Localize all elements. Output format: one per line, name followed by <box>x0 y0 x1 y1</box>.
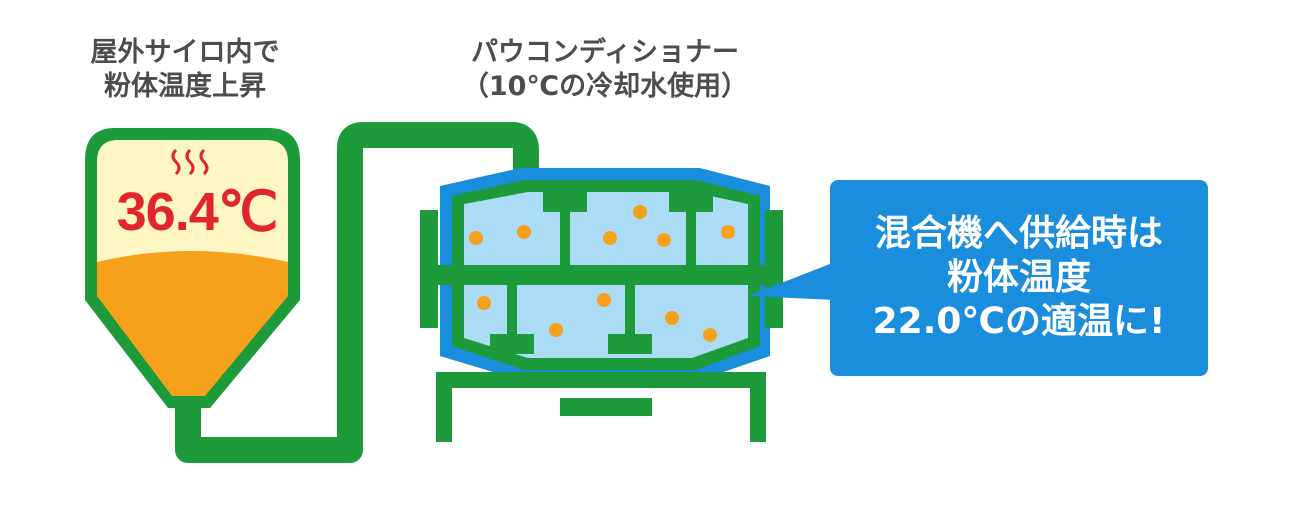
result-callout: 混合機へ供給時は 粉体温度 22.0℃の適温に! <box>830 180 1208 376</box>
heat-waves-icon <box>171 148 209 176</box>
result-line2: 粉体温度 <box>946 257 1091 298</box>
pipe <box>175 122 539 463</box>
silo-label: 屋外サイロ内で 粉体温度上昇 <box>60 36 310 104</box>
conditioner-label-line2: （10℃の冷却水使用） <box>461 71 749 102</box>
callout-pointer <box>748 262 835 300</box>
conditioner-label: パウコンディショナー （10℃の冷却水使用） <box>440 36 770 104</box>
conditioner-label-line1: パウコンディショナー <box>470 37 740 68</box>
result-line3: 22.0℃の適温に! <box>872 301 1166 342</box>
silo-label-line1: 屋外サイロ内で <box>90 37 280 68</box>
powder-particles <box>469 205 735 342</box>
silo-temperature: 36.4℃ <box>116 182 279 242</box>
silo-label-line2: 粉体温度上昇 <box>104 71 266 102</box>
result-line1: 混合機へ供給時は <box>874 213 1163 254</box>
silo <box>85 128 300 408</box>
